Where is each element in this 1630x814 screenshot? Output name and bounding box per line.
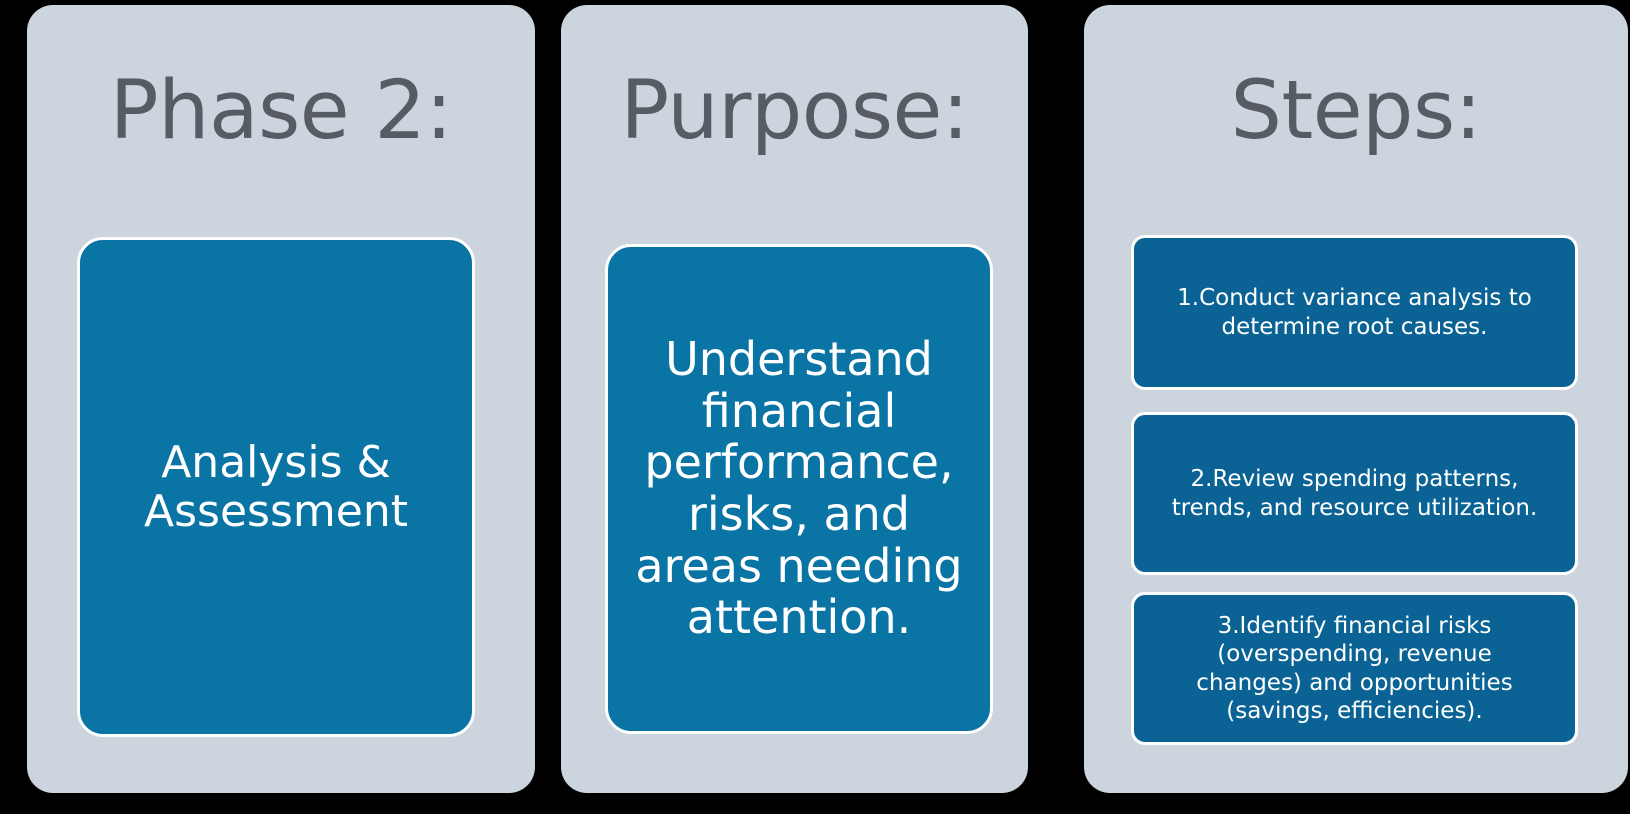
phase-value-text: Analysis & Assessment	[144, 436, 408, 537]
step-card-1-text: 1.Conduct variance analysis to determine…	[1177, 285, 1532, 340]
purpose-value-card[interactable]: Understand financial performance, risks,…	[605, 244, 993, 734]
step-card-1[interactable]: 1.Conduct variance analysis to determine…	[1131, 235, 1578, 390]
purpose-column-heading: Purpose:	[620, 64, 969, 158]
step-card-2[interactable]: 2.Review spending patterns, trends, and …	[1131, 412, 1578, 575]
step-card-3-text: 3.Identify financial risks (overspending…	[1196, 613, 1513, 724]
phase-column-heading: Phase 2:	[109, 64, 453, 158]
steps-column-heading: Steps:	[1230, 64, 1482, 158]
purpose-value-text: Understand financial performance, risks,…	[635, 332, 963, 645]
step-card-2-text: 2.Review spending patterns, trends, and …	[1171, 466, 1538, 521]
step-card-3[interactable]: 3.Identify financial risks (overspending…	[1131, 592, 1578, 745]
phase-value-card[interactable]: Analysis & Assessment	[77, 237, 475, 737]
